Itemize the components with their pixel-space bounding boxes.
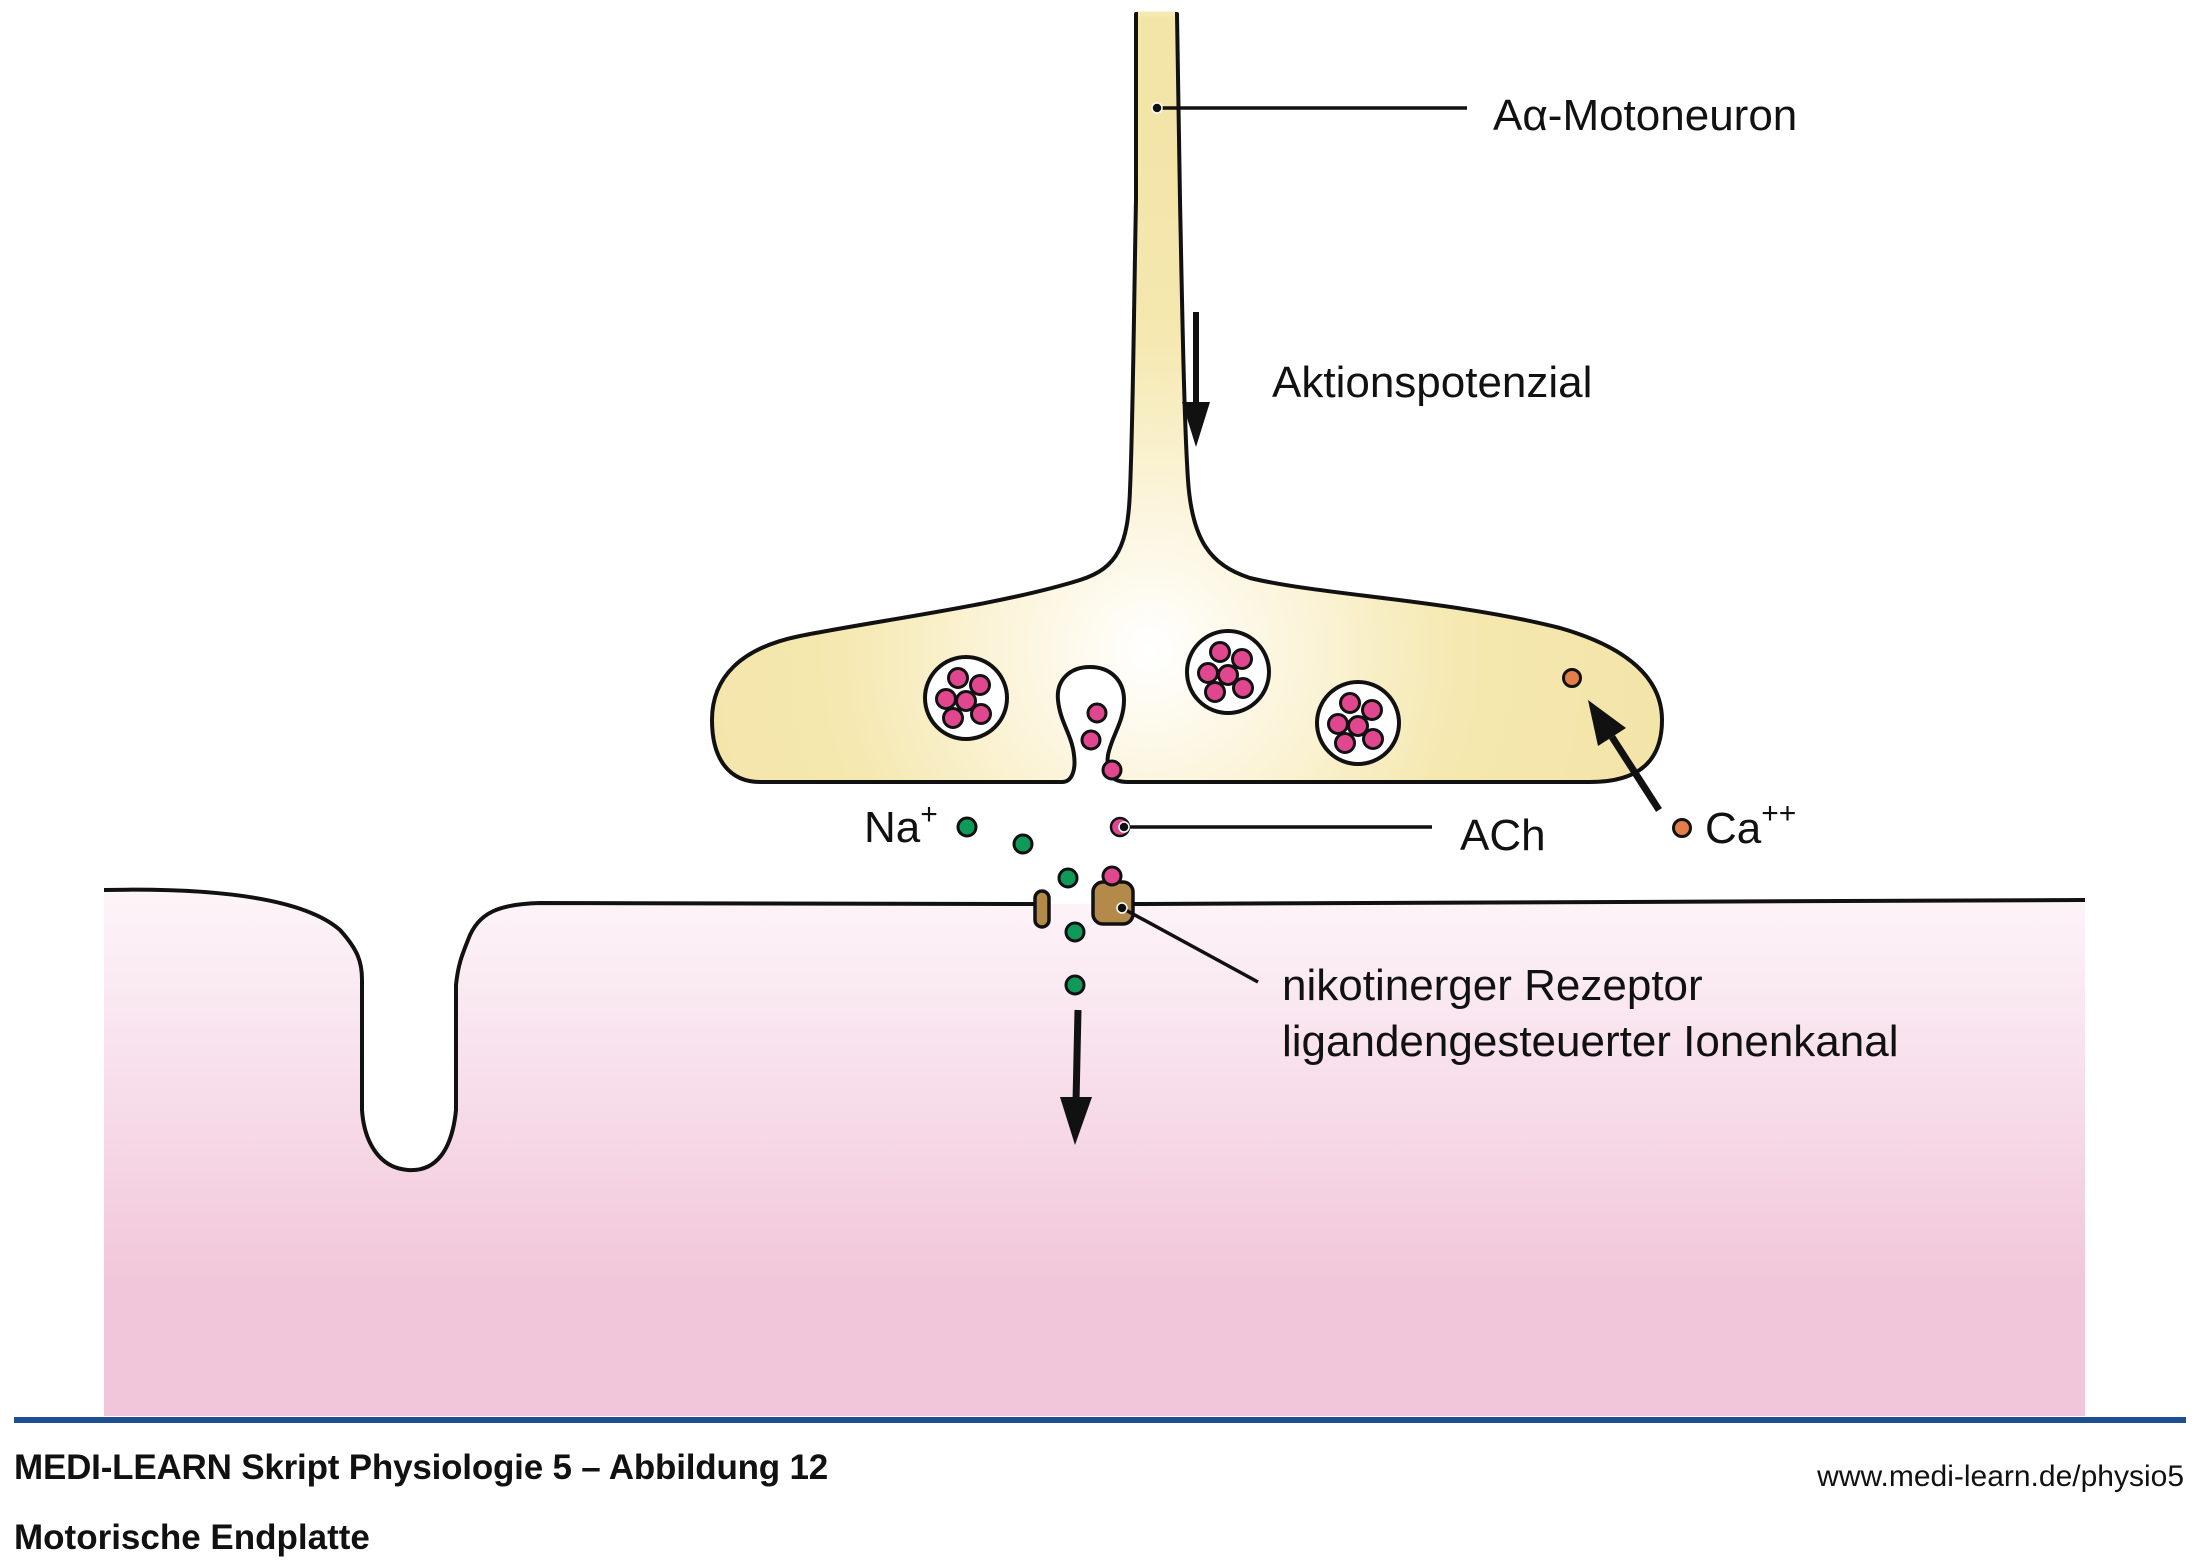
- label-receptor-line1: nikotinerger Rezeptor: [1282, 961, 1703, 1010]
- sodium-ion: [1064, 974, 1086, 996]
- ach-molecule: [942, 707, 964, 729]
- muscle-fiber: [103, 887, 2086, 1416]
- ach-molecule: [970, 703, 992, 725]
- calcium-ion-inside: [1562, 668, 1582, 688]
- label-ach: ACh: [1460, 811, 1546, 860]
- arrow-down-icon: [1060, 1009, 1092, 1145]
- sodium-ion: [1012, 833, 1034, 855]
- calcium-ion-outside: [1672, 818, 1692, 838]
- synaptic-vesicles: [923, 629, 1401, 766]
- sodium-ion: [1064, 921, 1086, 943]
- label-motoneuron: Aα-Motoneuron: [1493, 91, 1797, 140]
- nicotinic-receptor: [1091, 880, 1135, 926]
- postsynaptic-membrane: [103, 887, 2086, 1173]
- sodium-ion: [1057, 867, 1079, 889]
- ach-molecule: [1101, 759, 1123, 781]
- label-sodium-base: Na: [864, 803, 921, 852]
- arrow-up-left-icon: [1588, 700, 1662, 812]
- sodium-ion: [956, 816, 978, 838]
- ach-molecule: [1086, 702, 1108, 724]
- label-calcium-sup: ++: [1761, 797, 1796, 830]
- ach-molecule: [1231, 648, 1253, 670]
- ach-molecule: [1232, 677, 1254, 699]
- ach-molecule: [1197, 662, 1219, 684]
- ach-molecule: [1339, 692, 1361, 714]
- footer-divider: [14, 1417, 2186, 1423]
- figure-title: MEDI-LEARN Skript Physiologie 5 – Abbild…: [14, 1448, 829, 1487]
- ach-molecule: [1362, 728, 1384, 750]
- ach-molecules: [1080, 702, 1123, 781]
- ach-molecule: [947, 667, 969, 689]
- leader-ach: [1109, 816, 1432, 838]
- sodium-ions: [956, 816, 1086, 996]
- muscle-fiber-body: [104, 889, 2085, 1416]
- ach-molecule: [1217, 664, 1239, 686]
- leader-receptor: [1116, 902, 1259, 984]
- ach-molecule: [1080, 729, 1102, 751]
- label-action-potential: Aktionspotenzial: [1272, 358, 1592, 407]
- label-sodium-sup: +: [920, 798, 938, 831]
- presynaptic-terminal: [710, 12, 1664, 784]
- leader-motoneuron: [1151, 102, 1467, 114]
- ach-molecule: [935, 688, 957, 710]
- label-receptor-line2: ligandengesteuerter Ionenkanal: [1282, 1017, 1898, 1066]
- ach-molecule: [1204, 681, 1226, 703]
- ion-channel-left-subunit: [1033, 889, 1051, 929]
- arrow-down-icon: [1182, 312, 1210, 447]
- ach-molecule: [1209, 641, 1231, 663]
- ach-molecule: [1334, 732, 1356, 754]
- figure-subtitle: Motorische Endplatte: [14, 1518, 370, 1557]
- ach-molecule: [1347, 715, 1369, 737]
- ach-molecule: [969, 674, 991, 696]
- ach-molecule: [1361, 699, 1383, 721]
- ach-bound-to-receptor: [1101, 865, 1123, 887]
- ach-molecule: [1327, 713, 1349, 735]
- label-sodium: Na+: [864, 798, 938, 852]
- motoneuron-axon: [710, 11, 1664, 784]
- label-calcium-base: Ca: [1705, 804, 1762, 853]
- label-calcium: Ca++: [1705, 797, 1796, 853]
- ach-molecule: [955, 690, 977, 712]
- footer-url-link[interactable]: www.medi-learn.de/physio5: [1817, 1460, 2184, 1493]
